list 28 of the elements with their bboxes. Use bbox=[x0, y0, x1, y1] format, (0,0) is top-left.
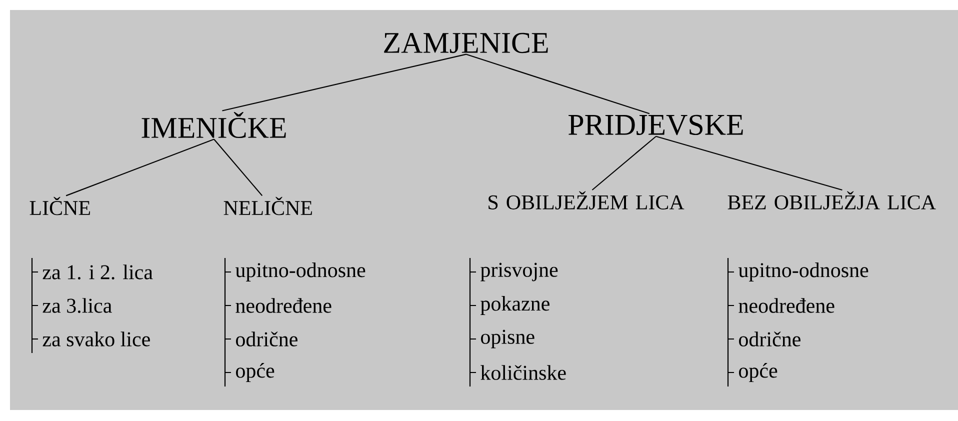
branch-line bbox=[66, 138, 214, 196]
category-text: PRIDJEVSKE bbox=[568, 114, 743, 136]
branch-line bbox=[466, 54, 650, 114]
list-item: odrične bbox=[739, 332, 800, 346]
list-item: upitno-odnosne bbox=[738, 262, 868, 282]
category-text: ZAMJENICE bbox=[384, 32, 548, 54]
list-item: neodređene bbox=[738, 298, 834, 313]
category-text: BEZ OBILJEŽJA LICA bbox=[728, 191, 936, 210]
list-item: upitno-odnosne bbox=[235, 262, 366, 282]
category-text: LIČNE bbox=[30, 196, 90, 216]
list-item: za svako lice bbox=[42, 332, 150, 346]
list-item: opisne bbox=[481, 330, 534, 348]
list-item: opće bbox=[236, 362, 274, 382]
category-text: NELIČNE bbox=[224, 196, 312, 216]
list-item: neodređene bbox=[236, 298, 332, 313]
branch-line bbox=[222, 54, 466, 112]
list-item: za 1. i 2. lica bbox=[42, 264, 153, 280]
branch-line bbox=[656, 136, 842, 191]
category-text: S OBILJEŽJEM LICA bbox=[488, 191, 684, 210]
list-item: prisvojne bbox=[480, 262, 558, 282]
list-item: za 3.lica bbox=[42, 298, 112, 313]
list-item: pokazne bbox=[480, 296, 550, 316]
branch-line bbox=[592, 136, 656, 190]
branch-line bbox=[214, 138, 263, 196]
list-item: količinske bbox=[480, 365, 566, 380]
list-item: opće bbox=[739, 362, 778, 382]
category-text: IMENIČKE bbox=[142, 112, 286, 138]
list-item: odrične bbox=[236, 332, 298, 346]
